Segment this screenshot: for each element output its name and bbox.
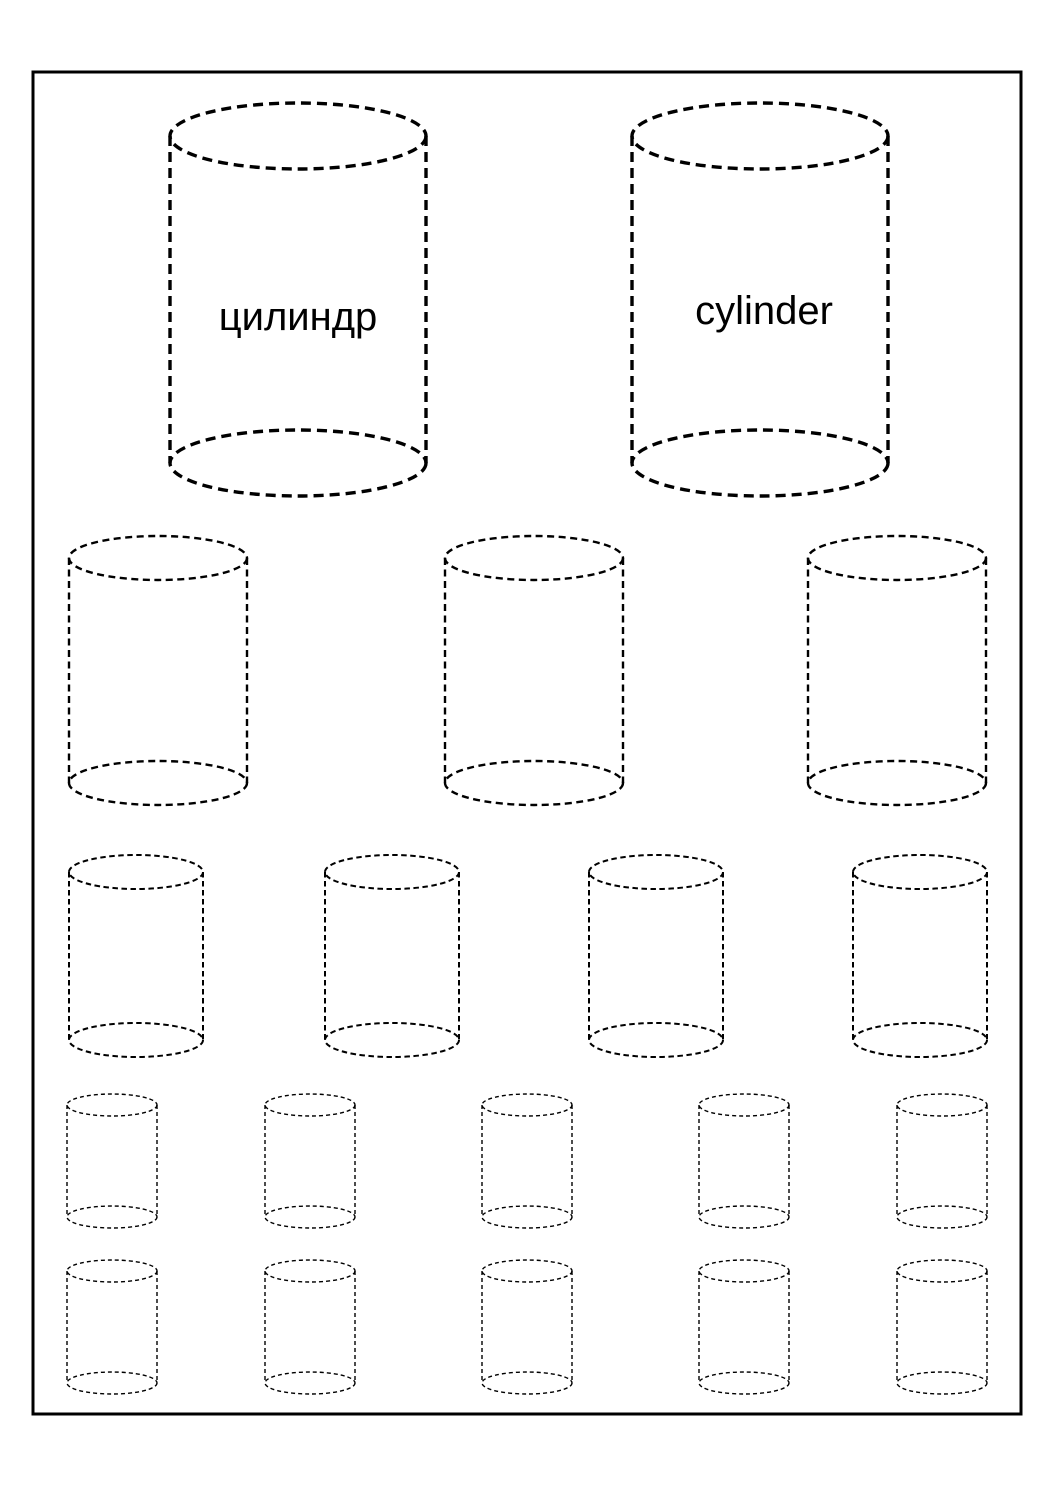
cylinder-outline-small-2-5 xyxy=(896,1259,988,1395)
cylinder-bottom-ellipse xyxy=(896,1371,988,1395)
cylinder-bottom-ellipse xyxy=(264,1205,356,1229)
cylinder-bottom-ellipse xyxy=(698,1205,790,1229)
label-russian: цилиндр xyxy=(219,295,378,339)
cylinder-group xyxy=(66,101,988,1395)
cylinder-outline-medium-small-2 xyxy=(324,854,460,1058)
cylinder-outline-small-2-1 xyxy=(66,1259,158,1395)
cylinder-outline-medium-small-3 xyxy=(588,854,724,1058)
cylinder-outline-small-2-3 xyxy=(481,1259,573,1395)
cylinder-outline-small-1-2 xyxy=(264,1093,356,1229)
cylinder-outline-small-2-2 xyxy=(264,1259,356,1395)
cylinder-outline-medium-1 xyxy=(67,534,249,807)
cylinder-bottom-ellipse xyxy=(588,1022,724,1058)
cylinder-bottom-ellipse xyxy=(481,1371,573,1395)
label-english: cylinder xyxy=(695,289,833,333)
cylinder-outline-medium-small-1 xyxy=(68,854,204,1058)
cylinder-outline-small-1-4 xyxy=(698,1093,790,1229)
cylinder-outline-small-2-4 xyxy=(698,1259,790,1395)
cylinder-outline-large-2 xyxy=(630,101,890,498)
cylinder-bottom-ellipse xyxy=(698,1371,790,1395)
cylinder-bottom-ellipse xyxy=(324,1022,460,1058)
cylinder-bottom-ellipse xyxy=(481,1205,573,1229)
cylinder-outline-medium-3 xyxy=(806,534,988,807)
cylinder-bottom-ellipse xyxy=(66,1371,158,1395)
cylinder-outline-small-1-1 xyxy=(66,1093,158,1229)
worksheet-border xyxy=(31,70,1023,1416)
cylinder-outline-small-1-3 xyxy=(481,1093,573,1229)
cylinder-bottom-ellipse xyxy=(68,1022,204,1058)
cylinder-bottom-ellipse xyxy=(896,1205,988,1229)
cylinder-outline-large-1 xyxy=(168,101,428,498)
cylinder-outline-medium-small-4 xyxy=(852,854,988,1058)
cylinder-bottom-ellipse xyxy=(66,1205,158,1229)
cylinder-outline-small-1-5 xyxy=(896,1093,988,1229)
cylinder-bottom-ellipse xyxy=(852,1022,988,1058)
cylinder-outline-medium-2 xyxy=(443,534,625,807)
cylinder-bottom-ellipse xyxy=(264,1371,356,1395)
